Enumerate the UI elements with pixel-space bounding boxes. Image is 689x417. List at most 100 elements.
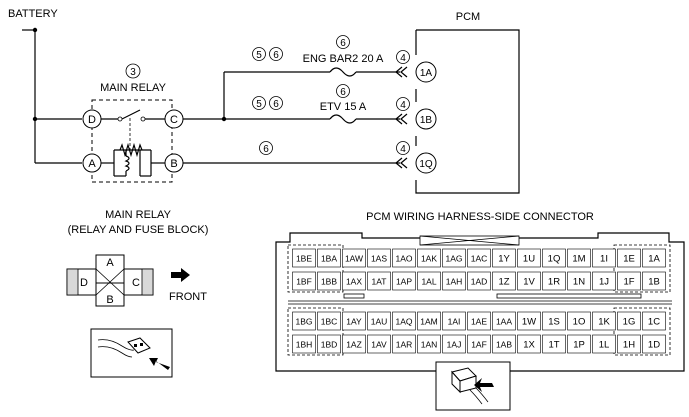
circuit-1b-ref-left-1: 5 [256,99,262,110]
fuse-eng-bar2-label: ENG BAR2 20 A [303,53,384,65]
circuit-1q-ref-left-1: 6 [263,144,269,155]
pcm-pin-1bb: 1BB [321,277,337,287]
pcm-pin-cell [617,271,641,291]
pcm-pin-cell [642,271,666,291]
pcm-pin-1u: 1U [523,254,535,265]
pcm-pin-cell [617,311,641,331]
pcm-pin-cell [442,248,466,268]
pcm-pin-cell [292,311,316,331]
pcm-pin-1aa: 1AA [496,317,512,327]
pcm-pin-1ar: 1AR [396,340,413,350]
pcm-pin-1ad: 1AD [471,277,488,287]
pcm-pin-1az: 1AZ [346,340,362,350]
pcm-pin-1c: 1C [648,317,660,328]
circuit-1q-conn-ref: 4 [400,144,406,155]
pcm-pin-cell [292,248,316,268]
pcm-pin-1m: 1M [572,254,585,265]
pcm-pin-cell [292,334,316,354]
relay-connector-pin-c: C [132,277,140,289]
circuit-1a-ref-left-1: 5 [256,50,262,61]
circuit-1b: 5 6 6 ETV 15 A 4 1B [252,84,437,130]
pcm-pin-1ba: 1BA [321,254,337,264]
pcm-pin-1ap: 1AP [396,277,412,287]
pcm-pin-cell [542,311,566,331]
pcm-box [415,29,520,194]
pcm-pin-cell [342,248,366,268]
pcm-pin-1r: 1R [548,277,560,288]
circuit-1a-ref-left-2: 6 [273,50,279,61]
fuse-etv-icon [329,114,357,124]
pcm-pin-cell [442,311,466,331]
pcm-pin-1f: 1F [623,277,634,288]
pcm-pin-1ab: 1AB [496,340,512,350]
pcm-pin-cell [567,334,591,354]
pcm-pin-cell [417,248,441,268]
pcm-pin-cell [617,334,641,354]
pcm-pin-1b-label: 1B [420,115,433,126]
pcm-pin-cell [517,271,541,291]
pcm-pin-cell [567,311,591,331]
pcm-pin-cell [542,271,566,291]
pcm-pin-1au: 1AU [371,317,388,327]
pcm-pin-cell [417,334,441,354]
pcm-pin-1a-label: 1A [420,68,433,79]
pcm-pin-cell [567,248,591,268]
pcm-pin-cell [342,271,366,291]
pcm-pin-cell [592,271,616,291]
pcm-pin-1bh: 1BH [296,340,313,350]
pcm-pin-cell [367,248,391,268]
pcm-pin-cell [442,334,466,354]
pcm-pin-cell [492,334,516,354]
pcm-pin-cell [642,248,666,268]
pcm-pin-1ai: 1AI [448,317,461,327]
pcm-pin-cell [342,334,366,354]
pcm-pin-1q: 1Q [548,254,561,265]
pcm-pin-1ak: 1AK [421,254,437,264]
pcm-pin-cell [417,311,441,331]
pcm-pin-cell [317,271,341,291]
pcm-pin-cell [342,311,366,331]
circuit-1q: 6 4 1Q [259,141,437,174]
relay-connector-face: A D C B [66,254,154,307]
pcm-pin-1bf: 1BF [296,277,312,287]
fuse-eng-bar2-icon [329,67,357,77]
pcm-pin-1al: 1AL [421,277,436,287]
pcm-label: PCM [456,11,480,23]
pcm-pin-cell [617,248,641,268]
main-relay-ref-number: 3 [130,67,136,78]
pcm-pin-1z: 1Z [498,277,509,288]
pcm-pin-cell [392,248,416,268]
circuit-1b-ref-left-2: 6 [273,99,279,110]
pcm-connector-title: PCM WIRING HARNESS-SIDE CONNECTOR [366,211,594,223]
relay-terminal-b: B [170,158,177,170]
pcm-pin-cell [417,271,441,291]
pcm-pin-cell [467,311,491,331]
pcm-pin-1ae: 1AE [471,317,487,327]
relay-block-title-1: MAIN RELAY [105,209,171,221]
pcm-pin-1j: 1J [599,277,609,288]
pcm-pin-1y: 1Y [498,254,510,265]
pcm-pin-cell [467,248,491,268]
pcm-pin-cell [392,311,416,331]
pcm-pin-cell [317,248,341,268]
pcm-pin-cell [642,334,666,354]
pcm-pin-cell [642,311,666,331]
pcm-pin-cell [392,334,416,354]
pcm-pin-1x: 1X [523,340,535,351]
relay-coil [101,118,165,177]
pcm-pin-cell [492,248,516,268]
relay-terminal-c: C [170,114,178,126]
pcm-pin-cell [542,334,566,354]
pcm-pin-cell [292,271,316,291]
pcm-pin-1bc: 1BC [321,317,338,327]
pcm-pin-cell [367,334,391,354]
circuit-1b-ref-top: 6 [340,87,346,98]
circuit-1b-conn-ref: 4 [400,100,406,111]
pcm-pin-cell [317,311,341,331]
pcm-pin-1ao: 1AO [395,254,412,264]
pcm-pin-1aw: 1AW [345,254,363,264]
pcm-pin-1i: 1I [600,254,608,265]
pcm-pin-cell [517,311,541,331]
